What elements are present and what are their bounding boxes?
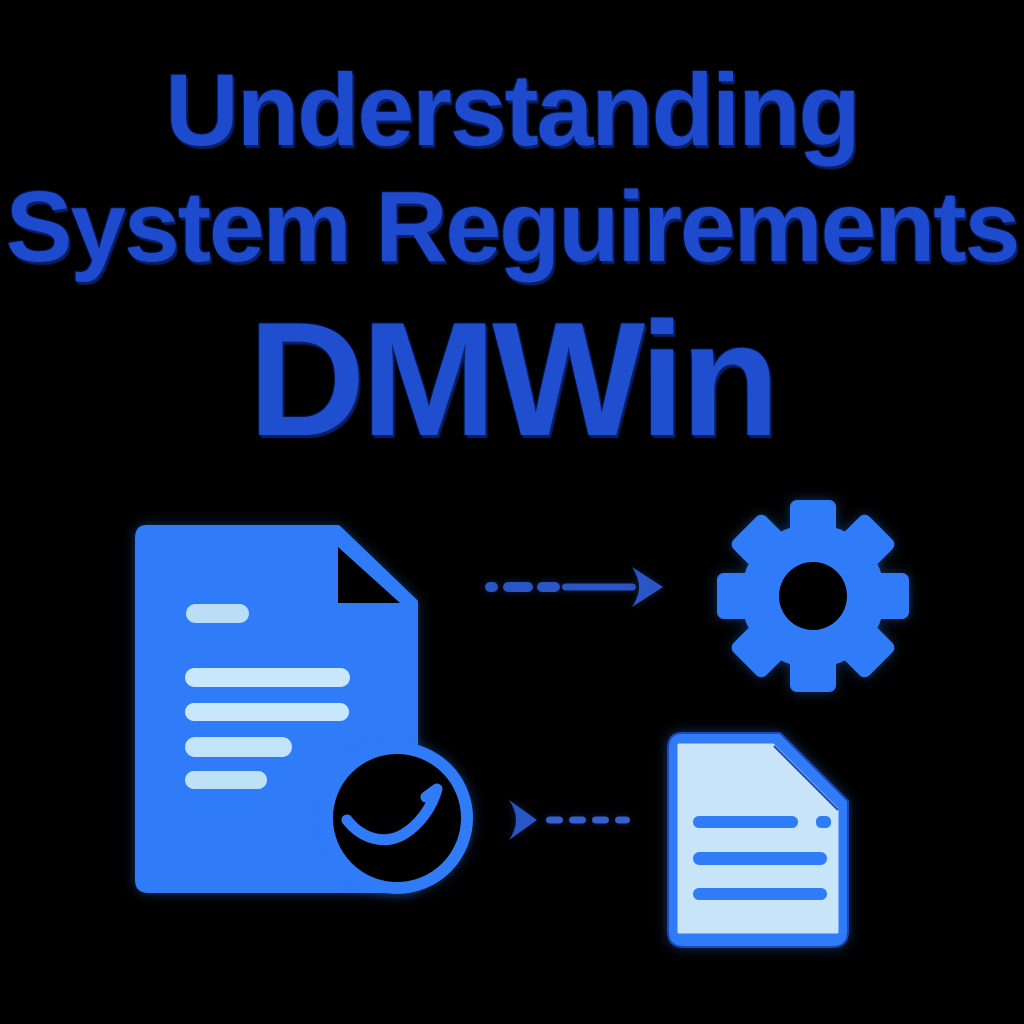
check-circle-icon: [321, 742, 473, 894]
folded-corner-notch: [338, 547, 400, 603]
title-line-2: System Reguirements: [5, 171, 1020, 283]
output-doc-fold-edge: [773, 745, 839, 811]
output-doc-text-line: [693, 888, 827, 900]
doc-text-line: [185, 737, 292, 757]
doc-text-line: [185, 703, 349, 721]
gear-icon: [717, 500, 909, 692]
checkmark: [341, 783, 443, 846]
title-line-1: Understanding: [165, 53, 861, 167]
product-name: DMWin: [248, 289, 779, 470]
doc-text-line: [186, 604, 249, 623]
output-doc-text-dot: [816, 816, 831, 828]
doc-text-line: [185, 771, 267, 789]
chevron-dashed-line-icon: [509, 800, 630, 840]
output-doc-text-line: [693, 852, 827, 865]
output-doc-text-line: [693, 816, 798, 828]
gear-center-hole: [779, 562, 847, 630]
doc-text-line: [185, 668, 350, 687]
dashed-arrow-right-icon: [485, 567, 663, 607]
output-document-icon: [667, 732, 849, 948]
check-circle-ring: [321, 742, 473, 894]
output-doc-page: [677, 743, 839, 934]
